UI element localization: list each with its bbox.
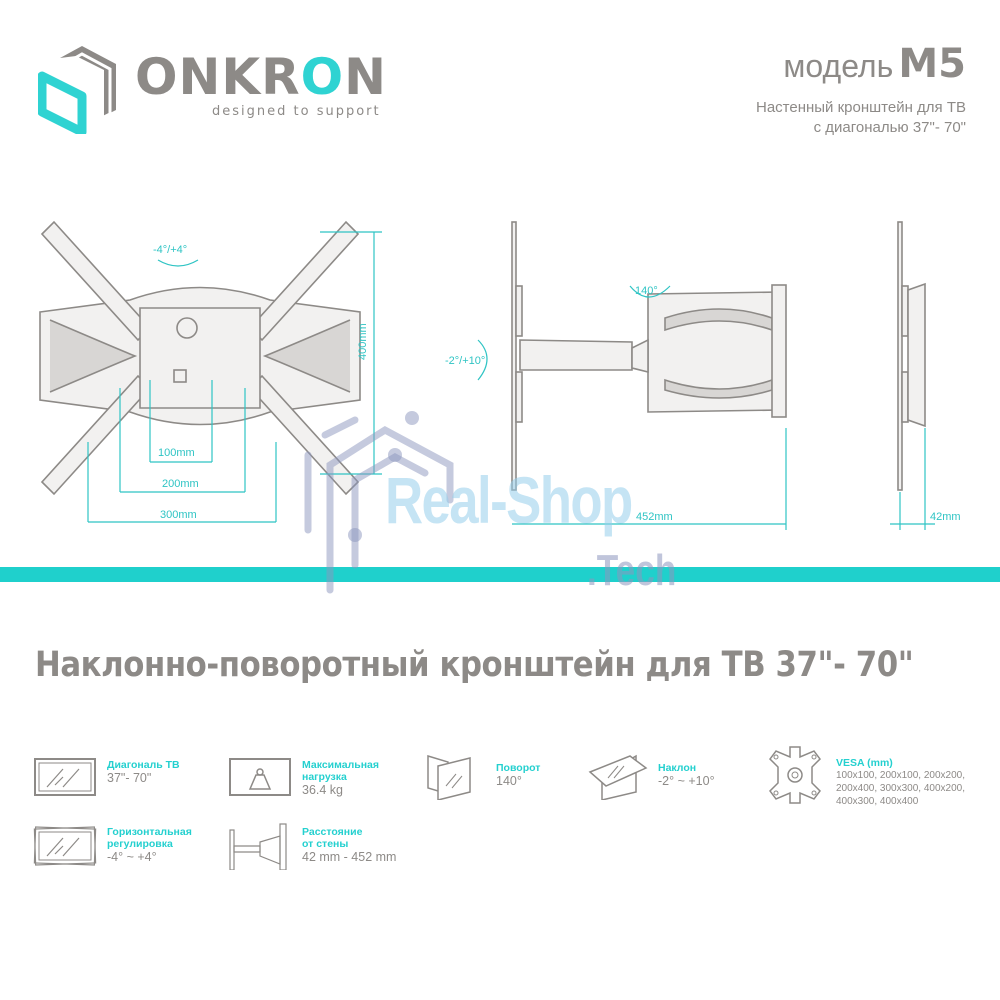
spec-value: 140° — [496, 774, 522, 788]
spec-label: VESA (mm) — [836, 757, 893, 769]
spec-value: -2° ~ +10° — [658, 774, 715, 788]
dim-100-label: 100mm — [158, 447, 195, 459]
model-heading: модель M5 — [783, 44, 966, 84]
swivel-angle-label: 140° — [635, 285, 658, 297]
tilt-icon — [588, 754, 648, 800]
spec-value: 36.4 kg — [302, 783, 344, 797]
model-subtitle: Настенный кронштейн для ТВ с диагональю … — [756, 98, 966, 138]
spec-label: регулировка — [107, 838, 173, 850]
subtitle-line-2: с диагональю 37"- 70" — [813, 119, 966, 136]
spec-label: Максимальная — [302, 759, 380, 771]
swivel-icon — [427, 754, 471, 800]
subtitle-line-1: Настенный кронштейн для ТВ — [755, 99, 966, 116]
vesa-list-line: 100x100, 200x100, 200x200, — [836, 770, 965, 781]
side-view-drawing — [477, 221, 787, 530]
vesa-icon — [769, 746, 821, 804]
tilt-angle-label: -2°/+10° — [445, 355, 486, 367]
brand-tagline: designed to support — [212, 104, 381, 119]
front-view-drawing — [39, 220, 382, 523]
spec-label: Горизонтальная — [107, 826, 192, 838]
vesa-list-line: 200x400, 300x300, 400x200, — [836, 783, 965, 794]
depth-dim-label: 42mm — [930, 511, 961, 523]
onkron-logo-icon — [38, 46, 116, 134]
model-code: M5 — [898, 41, 966, 87]
accent-divider-band — [0, 567, 1000, 582]
spec-swivel: Поворот 140° — [424, 752, 540, 800]
product-title: Наклонно-поворотный кронштейн для ТВ 37"… — [35, 645, 914, 685]
spec-label: Расстояние — [302, 826, 363, 838]
tv-diagonal-icon — [34, 758, 96, 796]
extension-dim-label: 452mm — [636, 511, 673, 523]
spec-max-load: Максимальная нагрузка 36.4 kg — [228, 755, 379, 803]
horizontal-adjust-icon — [33, 826, 97, 866]
brand-name: ONKRON — [135, 48, 387, 106]
tilt-range-label: -4°/+4° — [153, 244, 188, 256]
max-load-icon — [229, 758, 291, 796]
watermark-subtext: .Tech — [587, 546, 677, 595]
spec-label: Наклон — [658, 762, 697, 774]
model-label: модель — [783, 48, 894, 84]
spec-value: 42 mm - 452 mm — [302, 850, 397, 864]
spec-tilt: Наклон -2° ~ +10° — [588, 752, 715, 800]
profile-view-drawing — [890, 221, 935, 530]
spec-label: Диагональ ТВ — [107, 759, 180, 771]
spec-label: от стены — [302, 838, 349, 850]
vesa-list-line: 400x300, 400x400 — [836, 796, 919, 807]
spec-label: нагрузка — [302, 771, 347, 783]
spec-horizontal-adjust: Горизонтальная регулировка -4° ~ +4° — [33, 822, 192, 870]
dim-200-label: 200mm — [162, 478, 199, 490]
wall-distance-icon — [229, 823, 287, 870]
spec-wall-distance: Расстояние от стены 42 mm - 452 mm — [228, 822, 396, 870]
spec-label: Поворот — [496, 762, 541, 774]
spec-value: -4° ~ +4° — [107, 850, 157, 864]
spec-value: 37"- 70" — [107, 771, 152, 785]
spec-diagonal: Диагональ ТВ 37"- 70" — [33, 755, 180, 803]
watermark-text: Real-Shop — [385, 463, 633, 537]
dim-400-label: 400mm — [357, 323, 369, 360]
spec-vesa: VESA (mm) 100x100, 200x100, 200x200, 200… — [768, 745, 965, 808]
dim-300-label: 300mm — [160, 509, 197, 521]
